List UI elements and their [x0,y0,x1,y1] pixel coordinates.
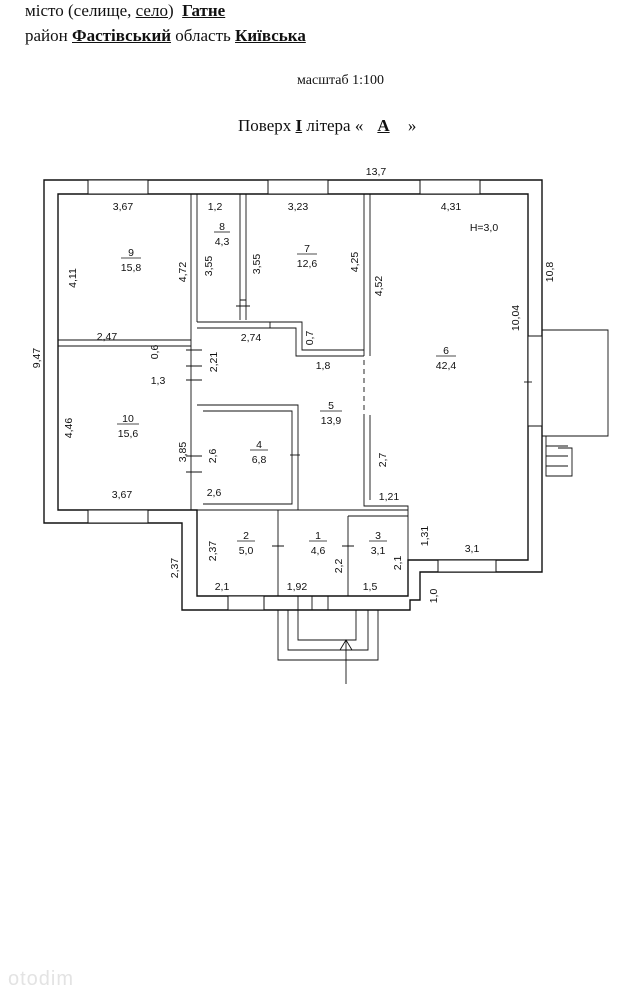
dim-r9-top: 3,67 [113,201,134,213]
header-region-line: район Фастівський область Київська [25,26,306,46]
dim-r3-bottom: 1,5 [363,581,378,593]
dim-r6-left: 4,52 [373,276,385,297]
dim-r8-right: 3,55 [251,254,263,275]
room-labels: 9 15,8 8 4,3 7 12,6 6 42,4 H=3,0 5 13,9 … [117,221,498,557]
room-8-number: 8 [219,221,225,233]
dim-overall-height: 9,47 [31,348,43,369]
dim-r1-right: 2,2 [333,559,345,574]
room-2-area: 5,0 [239,545,254,557]
door-marks [186,299,532,547]
ceiling-height: H=3,0 [470,222,498,234]
dim-r2-left: 2,37 [207,541,219,562]
city-name: Гатне [182,1,226,20]
room-10-number: 10 [122,413,134,425]
room-8-area: 4,3 [215,236,230,248]
dim-r1-bottom: 1,92 [287,581,308,593]
settlement-type-selected: село [135,1,168,20]
dim-outer-left: 2,37 [169,558,181,579]
dim-corr-e: 0,7 [304,331,316,346]
dim-step-b: 1,31 [419,526,431,547]
terrace [542,329,609,477]
floor-number: I [295,116,303,135]
dim-step-a: 1,21 [379,491,400,503]
windows [87,179,543,611]
floor-label: Поверх [238,116,292,135]
dim-corr-a: 2,47 [97,331,118,343]
district-label: район [25,26,68,45]
room-6-area: 42,4 [436,360,457,372]
district-name: Фастівський [72,26,172,45]
dim-r9-left: 4,11 [67,268,79,288]
litera-value: А [377,116,390,135]
dim-r8-left: 3,55 [203,256,215,277]
room-3-area: 3,1 [371,545,386,557]
header-location-line: місто (селище, село) Гатне [25,1,225,21]
settlement-type-prefix: місто (селище, [25,1,136,20]
dim-r4-left: 2,6 [207,449,219,464]
dim-r5-right: 2,7 [377,453,389,468]
settlement-type-suffix: ) [167,1,174,20]
room-4-number: 4 [256,439,262,451]
room-1-area: 4,6 [311,545,326,557]
room-3-number: 3 [375,530,381,542]
window-room6-bottom [437,559,497,573]
dim-r9-right: 4,72 [177,262,189,283]
litera-label: літера « [306,116,364,135]
dim-corr-d: 2,74 [241,332,262,344]
scale-label: масштаб 1:100 [297,73,384,88]
room-9-number: 9 [128,247,134,259]
room-2-number: 2 [243,530,249,542]
dim-corr-b: 0,6 [149,345,161,360]
dim-r4-bottom: 2,6 [207,487,222,499]
dim-r2-bottom: 2,1 [215,581,230,593]
dim-r6-bottom: 3,1 [465,543,480,555]
dim-right-height: 10,8 [544,262,556,283]
dim-r10-right: 3,85 [177,442,189,463]
dim-r6-top: 4,31 [441,201,462,213]
dim-corr-f: 2,21 [208,352,220,373]
dim-r8-top: 1,2 [208,201,223,213]
dim-r7-top: 3,23 [288,201,309,213]
dim-r3-right: 2,1 [392,556,404,571]
dimension-labels-vertical: 9,47 4,11 4,72 3,55 3,55 4,25 4,52 10,04… [31,252,556,604]
room-10-area: 15,6 [118,428,139,440]
dim-corr-g: 1,8 [316,360,331,372]
interior-walls [58,194,409,596]
dim-corr-c: 1,3 [151,375,166,387]
litera-close: » [407,116,417,135]
dim-r10-left: 4,46 [63,418,75,439]
room-6-number: 6 [443,345,449,357]
room-4-area: 6,8 [252,454,267,466]
watermark-logo: otodim [8,968,75,990]
dim-r6-right: 10,04 [510,305,522,331]
window-room6-top [419,179,481,195]
dimension-labels: 13,7 3,67 1,2 3,23 4,31 2,47 2,74 1,8 1,… [97,166,480,593]
dim-r7-right: 4,25 [349,252,361,273]
room-7-area: 12,6 [297,258,318,270]
dim-r10-bottom: 3,67 [112,489,133,501]
window-room10 [87,509,149,524]
dim-overall-width: 13,7 [366,166,387,178]
window-room2 [227,595,265,611]
window-room9 [87,179,149,195]
dim-porch: 1,0 [428,589,440,604]
region-name: Київська [235,26,306,45]
room-7-number: 7 [304,243,310,255]
terrace-door [527,335,543,427]
entrance-porch [277,596,379,684]
room-5-area: 13,9 [321,415,342,427]
room-5-number: 5 [328,400,334,412]
floor-title: Поверх I літера « А » [238,116,416,136]
room-9-area: 15,8 [121,262,142,274]
region-label: область [175,26,231,45]
room-1-number: 1 [315,530,321,542]
window-room7 [267,179,329,195]
